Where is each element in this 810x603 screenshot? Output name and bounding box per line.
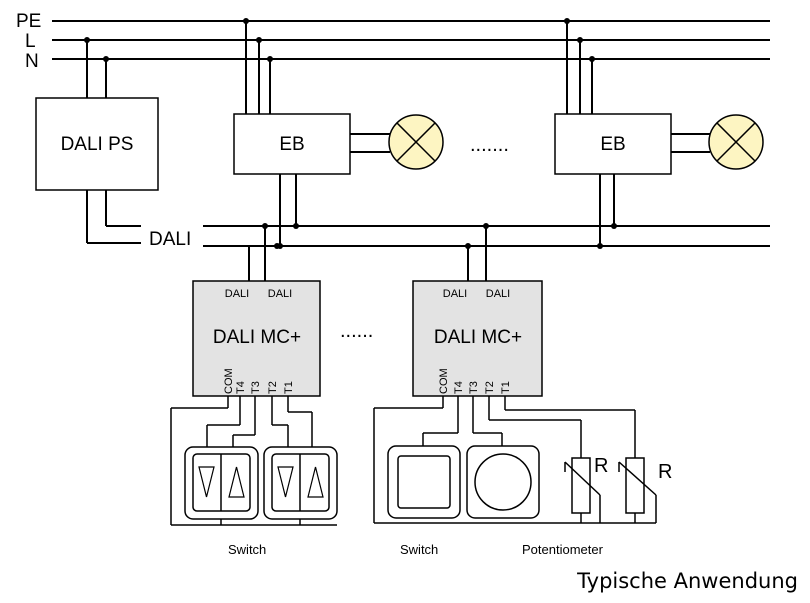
eb-label-2: EB <box>600 134 625 155</box>
mc2-dali-a: DALI <box>443 288 467 300</box>
mc2-dali-b: DALI <box>486 288 510 300</box>
mains-bus <box>52 20 770 60</box>
caption-switch-2: Switch <box>400 542 438 557</box>
push-button-switch <box>387 445 461 519</box>
mc2-pin-t2: T2 <box>484 381 496 394</box>
eb-box-2 <box>554 113 672 175</box>
mc2-pin-t3: T3 <box>468 381 480 394</box>
mc2-title: DALI MC+ <box>434 327 522 348</box>
dali-mc-box-2 <box>412 280 543 397</box>
mc1-dali-b: DALI <box>268 288 292 300</box>
mc1-pin-t2: T2 <box>267 381 279 394</box>
mc2-pin-t4: T4 <box>453 381 465 394</box>
mc1-title: DALI MC+ <box>213 327 301 348</box>
rocker-switch-1 <box>184 446 259 520</box>
caption-potentiometer: Potentiometer <box>522 542 604 557</box>
bus-label-pe: PE <box>16 11 41 32</box>
potentiometer-2 <box>618 457 657 514</box>
mc1-pin-t3: T3 <box>250 381 262 394</box>
footer-caption: Typische Anwendung <box>577 569 798 593</box>
ellipsis-top: ....... <box>470 134 509 156</box>
round-button-switch <box>466 445 540 519</box>
resistor-label-1: R <box>594 455 608 477</box>
dali-ps-label: DALI PS <box>61 134 134 155</box>
bus-label-l: L <box>25 31 36 52</box>
dali-ps-box <box>35 97 159 191</box>
bus-label-n: N <box>25 51 39 72</box>
lamp-2 <box>708 114 764 170</box>
mc2-pin-com: COM <box>438 368 450 394</box>
mc1-pin-t1: T1 <box>283 381 295 394</box>
resistor-label-2: R <box>658 461 672 483</box>
mc1-pin-com: COM <box>223 368 235 394</box>
ellipsis-mid: ...... <box>340 320 373 342</box>
eb-box-1 <box>233 113 351 175</box>
mc2-pin-t1: T1 <box>500 381 512 394</box>
dali-bus-label: DALI <box>149 229 191 250</box>
lamp-1 <box>388 114 444 170</box>
dali-mc-box-1 <box>192 280 321 397</box>
potentiometer-1 <box>564 457 601 514</box>
eb-label-1: EB <box>279 134 304 155</box>
rocker-switch-2 <box>263 446 338 520</box>
mc1-pin-t4: T4 <box>235 381 247 394</box>
mc1-dali-a: DALI <box>225 288 249 300</box>
caption-switch-1: Switch <box>228 542 266 557</box>
